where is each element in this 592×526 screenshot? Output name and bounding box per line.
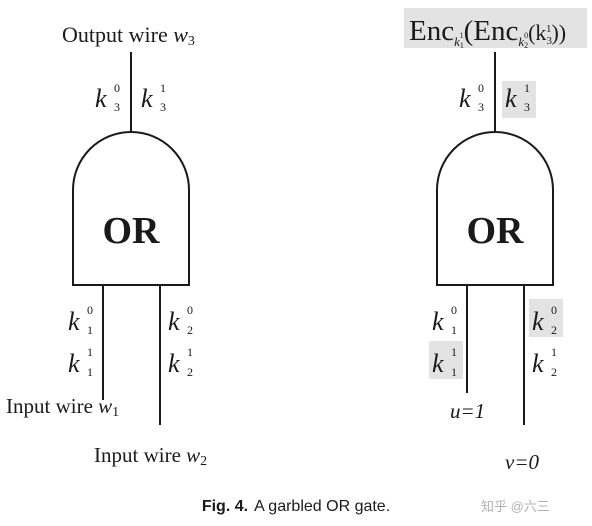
svg-text:1: 1 [551,345,557,359]
v-assignment: v=0 [505,450,539,474]
svg-text:1: 1 [160,81,166,95]
svg-text:3: 3 [160,100,166,114]
right-key-k2-1: k 1 2 [532,345,557,379]
svg-text:0: 0 [478,81,484,95]
left-key-k3-1: k 1 3 [141,81,166,114]
right-diagram: Enck11(Enck20(k31)) k 0 3 k 1 3 OR k 0 1… [404,8,587,474]
svg-text:3: 3 [114,100,120,114]
svg-text:2: 2 [551,323,557,337]
svg-text:0: 0 [451,303,457,317]
left-key-k2-1: k 1 2 [168,345,193,379]
enc-formula: Enck11(Enck20(k31)) [409,15,566,50]
right-gate-label: OR [467,210,525,252]
svg-text:k: k [141,84,153,113]
svg-text:2: 2 [187,365,193,379]
left-key-k1-1: k 1 1 [68,345,93,379]
left-key-k1-0: k 0 1 [68,303,93,337]
svg-text:k: k [168,349,180,378]
svg-text:k: k [68,349,80,378]
svg-text:k: k [168,307,180,336]
svg-text:k: k [459,84,471,113]
svg-text:1: 1 [451,345,457,359]
svg-text:1: 1 [451,323,457,337]
left-key-k3-0: k 0 3 [95,81,120,114]
svg-text:k: k [432,307,444,336]
svg-text:0: 0 [187,303,193,317]
svg-text:3: 3 [478,100,484,114]
k1-1-highlight [429,341,463,379]
svg-text:2: 2 [187,323,193,337]
right-or-gate [436,131,554,286]
svg-text:1: 1 [87,323,93,337]
k2-0-highlight [529,299,563,337]
svg-text:2: 2 [551,365,557,379]
svg-text:k: k [68,307,80,336]
svg-text:0: 0 [114,81,120,95]
right-key-k2-0: k 0 2 [532,303,557,337]
left-output-wire-label: Output wire w3 [62,22,195,49]
k3-1-highlight [502,81,536,118]
svg-text:1: 1 [87,365,93,379]
left-gate-label: OR [103,210,161,252]
svg-text:0: 0 [87,303,93,317]
left-or-gate [72,131,190,286]
right-key-k3-1: k 1 3 [505,81,530,114]
u-assignment: u=1 [450,399,485,423]
svg-text:k: k [505,84,517,113]
watermark: 知乎 @六三 [481,499,550,514]
svg-text:k: k [532,307,544,336]
left-input-wire-1-label: Input wire w1 [6,394,119,420]
right-key-k1-0: k 0 1 [432,303,457,337]
svg-text:3: 3 [524,100,530,114]
svg-text:k: k [95,84,107,113]
left-diagram: Output wire w3 k 0 3 k 1 3 OR k 0 1 k 1 … [6,22,207,469]
enc-formula-highlight [404,8,587,48]
left-input-wire-2-label: Input wire w2 [94,443,207,469]
svg-text:k: k [432,349,444,378]
right-key-k3-0: k 0 3 [459,81,484,114]
figure-caption: Fig. 4.A garbled OR gate. [202,498,390,515]
svg-text:0: 0 [551,303,557,317]
right-key-k1-1: k 1 1 [432,345,457,379]
svg-text:1: 1 [451,365,457,379]
svg-text:1: 1 [87,345,93,359]
svg-text:k: k [532,349,544,378]
svg-text:1: 1 [524,81,530,95]
svg-text:1: 1 [187,345,193,359]
left-key-k2-0: k 0 2 [168,303,193,337]
